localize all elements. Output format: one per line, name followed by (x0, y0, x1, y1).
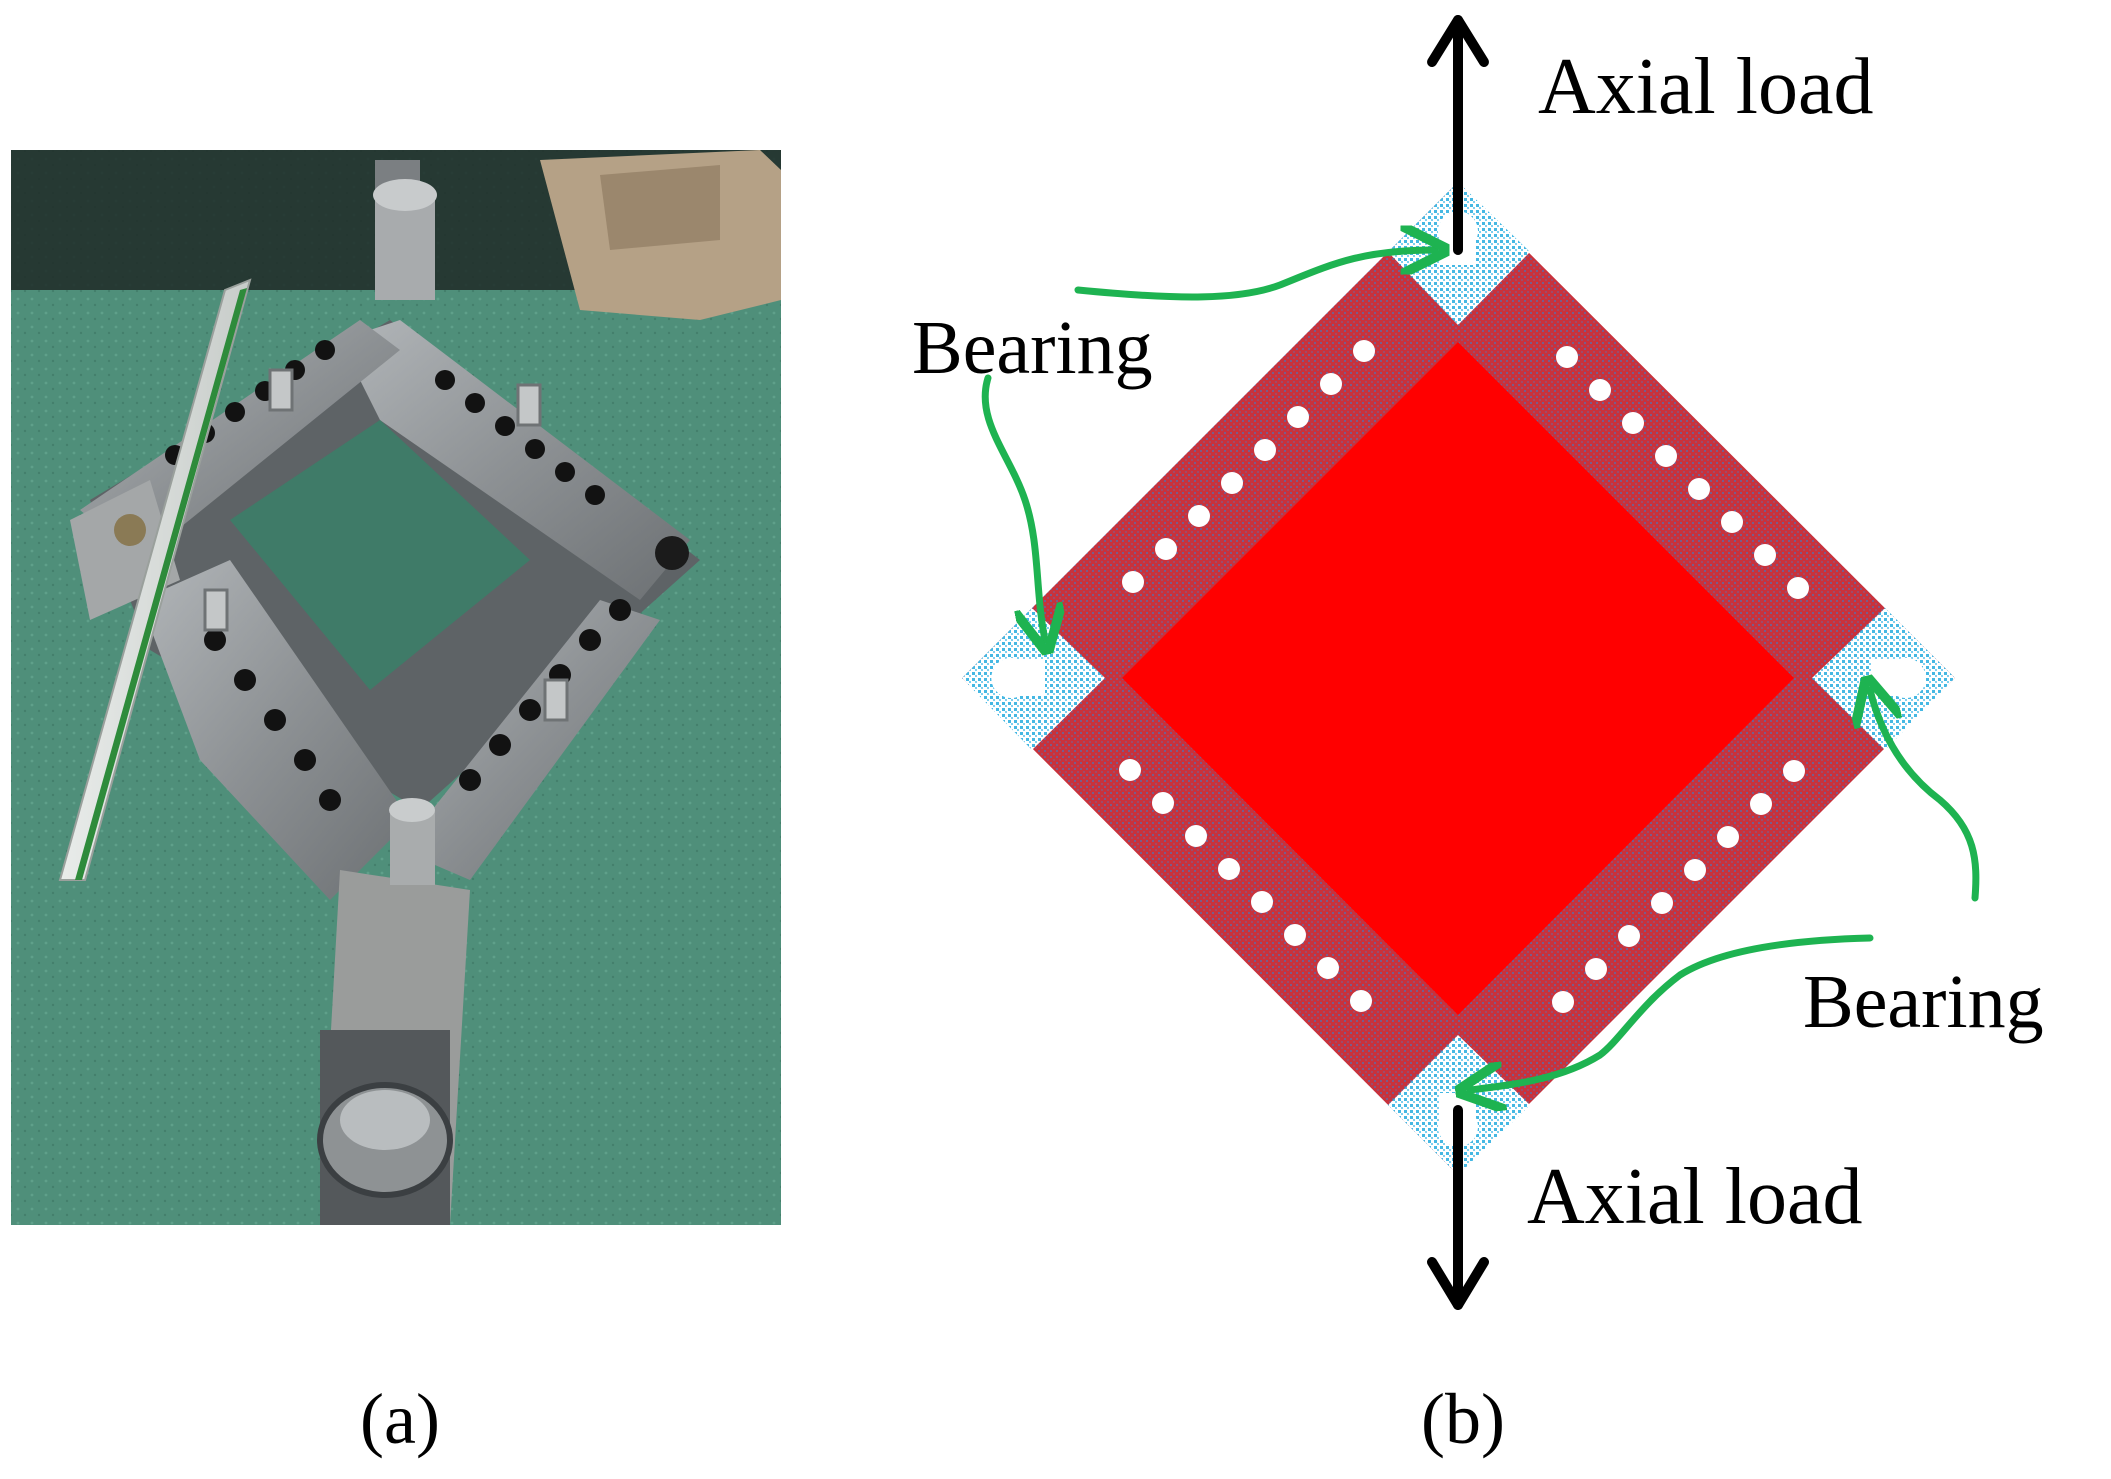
fixture-inner-opening (230, 420, 530, 690)
panel-b-diagram: Axial load Axial load Bearing Bearing (912, 15, 2044, 1310)
bearing-arrow-top (1074, 250, 1435, 301)
bearing-pointer-arrows (981, 250, 1980, 1090)
bottom-left-arm-holes (204, 629, 341, 811)
frame-holes-lower-right (1552, 760, 1805, 1013)
axial-load-label-bottom: Axial load (1527, 1153, 1862, 1241)
axial-load-arrow-top (1427, 15, 1489, 255)
axial-load-arrow-bottom (1427, 1105, 1489, 1310)
bottom-right-arm-holes (459, 599, 631, 791)
frame-holes-upper-right (1556, 346, 1809, 599)
bearing-arrow-bottom (1470, 934, 1874, 1090)
right-pin-hole (655, 536, 689, 570)
fixture-arm-left (80, 320, 400, 560)
panel-a-photo (11, 150, 781, 1225)
fixture-arm-bottom-right (400, 600, 660, 880)
bearing-label-right: Bearing (1803, 960, 2044, 1044)
caption-a: (a) (360, 1379, 440, 1459)
top-bolt (375, 195, 435, 300)
specimen-center (1122, 342, 1794, 1015)
top-arm-holes (435, 370, 605, 505)
axial-load-label-top: Axial load (1538, 43, 1873, 131)
bearing-arrow-right (1870, 690, 1980, 902)
arm-bolts (203, 368, 569, 722)
fixture-arm-top (340, 320, 690, 600)
bearing-label-left: Bearing (912, 306, 1153, 390)
scale-ruler (58, 278, 252, 881)
caption-b: (b) (1421, 1379, 1505, 1459)
bottom-bolt (390, 810, 435, 885)
frame-holes-upper-left (1122, 340, 1375, 593)
frame-holes-lower-left (1119, 759, 1372, 1012)
bearing-arrow-left (981, 374, 1045, 640)
